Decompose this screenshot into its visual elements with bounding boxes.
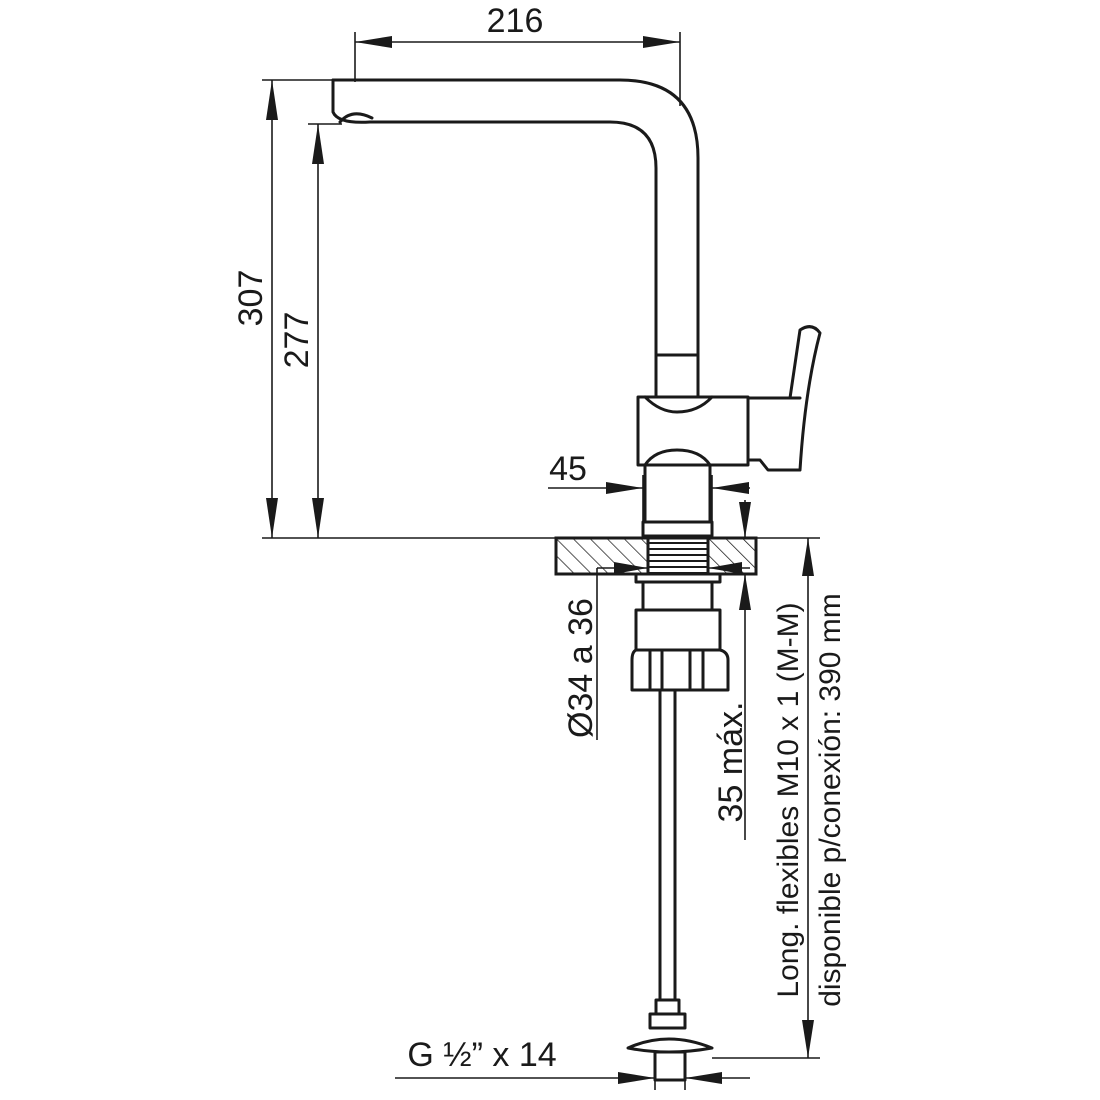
dimension-hole-diameter: Ø34 a 36 (562, 562, 750, 740)
dim-label-35-max: 35 máx. (712, 702, 750, 823)
base-ring (641, 520, 714, 538)
dimension-45: 45 (548, 450, 750, 522)
dimension-277: 277 (278, 123, 342, 538)
hose-connector-flange (626, 1037, 714, 1054)
dimension-35-max: 35 máx. (712, 500, 751, 840)
spout-outer-contour (331, 78, 700, 357)
body-neck (643, 463, 712, 524)
flexible-hose (626, 688, 714, 1082)
dim-label-flexibles-line2: disponible p/conexión: 390 mm (814, 593, 847, 1007)
dim-label-thread: G ½” x 14 (407, 1036, 556, 1074)
mixer-body (636, 395, 750, 467)
dimension-flexibles: Long. flexibles M10 x 1 (M-M) disponible… (712, 537, 847, 1059)
dim-label-216: 216 (487, 2, 544, 40)
mixer-body-highlight (643, 395, 714, 414)
spout-inner-contour (368, 120, 658, 357)
hose-ferrule (654, 998, 681, 1016)
aerator (338, 112, 374, 124)
shank-lower (641, 580, 714, 612)
dim-label-277: 277 (278, 312, 316, 369)
dimension-thread: G ½” x 14 (395, 1036, 750, 1090)
connector-thread (653, 1050, 687, 1082)
spout-collar (654, 353, 700, 399)
dimension-307: 307 (232, 79, 556, 539)
dim-label-flexibles-line1: Long. flexibles M10 x 1 (M-M) (772, 602, 805, 997)
dim-label-45: 45 (549, 450, 587, 488)
threaded-shank (646, 536, 710, 576)
hose-nut (648, 1012, 687, 1030)
dimension-216: 216 (354, 2, 681, 106)
faucet-body (331, 78, 822, 538)
dim-label-307: 307 (232, 270, 270, 327)
dim-label-hole-diameter: Ø34 a 36 (562, 598, 600, 738)
